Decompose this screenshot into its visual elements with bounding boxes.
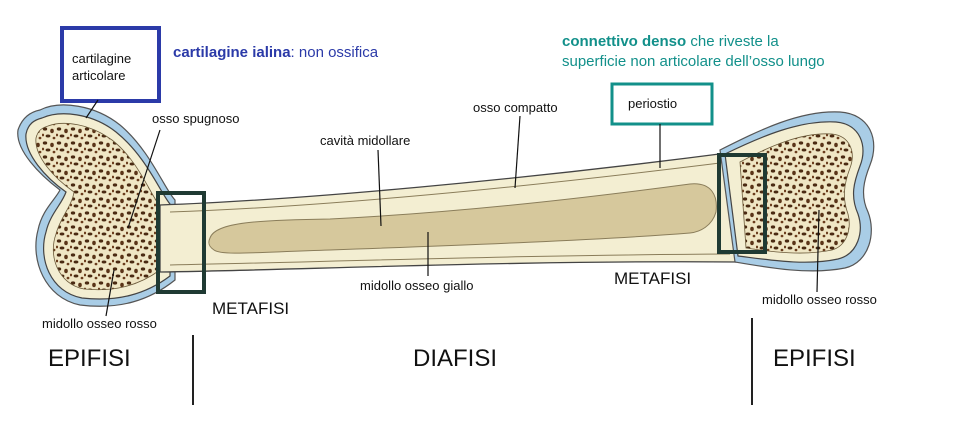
right-metafisi-box [717,153,767,254]
label-cartilagine-articolare-2: articolare [72,68,125,83]
label-epifisi-left: EPIFISI [48,345,131,372]
label-connettivo-line2: superficie non articolare dell’osso lung… [562,53,825,70]
pointer-cavita [377,149,382,227]
label-cartilagine-ialina-bold: cartilagine ialina [173,44,291,61]
diaphysis-compact-line [169,161,729,213]
periostio-box [610,82,714,126]
pointer-midollo-rosso-right [816,209,820,293]
label-connettivo-denso: connettivo denso che riveste la [562,33,779,50]
left-spongy-bone [35,123,161,291]
left-metafisi-box [156,191,206,294]
label-osso-compatto: osso compatto [473,100,558,115]
label-periostio: periostio [628,96,677,111]
label-midollo-giallo: midollo osseo giallo [360,278,473,293]
label-epifisi-right: EPIFISI [773,345,856,372]
pointer-lines [85,99,820,317]
label-connettivo-rest: che riveste la [686,33,779,50]
label-cavita-midollare: cavità midollare [320,133,410,148]
label-osso-spugnoso: osso spugnoso [152,111,239,126]
label-metafisi-right: METAFISI [614,269,691,288]
label-midollo-rosso-left: midollo osseo rosso [42,316,157,331]
bone-illustration [17,104,875,307]
label-connettivo-bold: connettivo denso [562,33,686,50]
pointer-osso-spugnoso [127,129,161,229]
cartilagine-articolare-box [60,26,161,103]
label-cartilagine-ialina-rest: : non ossifica [291,44,379,61]
medullary-cavity [208,183,717,254]
label-cartilagine-articolare-1: cartilagine [72,51,131,66]
label-midollo-rosso-right: midollo osseo rosso [762,292,877,307]
label-cartilagine-ialina: cartilagine ialina: non ossifica [173,44,379,61]
pointer-cartilagine [85,99,99,119]
label-diafisi: DIAFISI [413,345,497,372]
right-spongy-bone [739,133,853,254]
pointer-midollo-rosso-left [105,269,115,317]
pointer-osso-compatto [514,115,521,189]
label-metafisi-left: METAFISI [212,299,289,318]
